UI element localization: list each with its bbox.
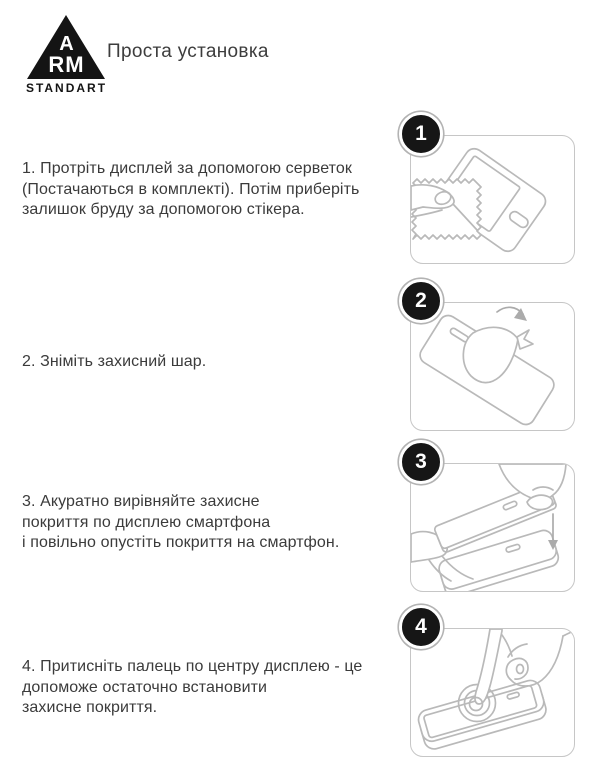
step-1-illustration-box: 1 <box>399 112 575 264</box>
press-ripple-outer <box>457 683 497 723</box>
film-tab-icon <box>516 329 534 350</box>
hand-icon <box>510 635 564 687</box>
step-2-text: 2. Зніміть захисний шар. <box>22 353 207 370</box>
press-center-icon <box>417 629 574 750</box>
step-3-text: 3. Акуратно вирівняйте захисне покриття … <box>22 493 340 552</box>
step-3-illustration-box: 3 <box>399 440 575 592</box>
right-hand-icon <box>498 464 567 501</box>
step-2-illustration-box: 2 <box>399 279 575 431</box>
step-2-number-badge: 2 <box>399 279 443 323</box>
pressing-finger-icon <box>474 629 503 705</box>
step-1-text: 1. Протріть дисплей за допомогою сервето… <box>22 160 360 219</box>
phone-icon <box>438 529 560 591</box>
logo-triangle <box>27 15 105 79</box>
step-3-number-badge: 3 <box>399 440 443 484</box>
logo-wordmark: STANDART <box>26 81 107 95</box>
press-ripple-inner <box>468 696 484 712</box>
logo-letters-rm: RM <box>48 52 84 77</box>
thumb-icon <box>526 494 554 511</box>
fingernail-icon <box>434 190 452 206</box>
step-4-text: 4. Притисніть палець по центру дисплею -… <box>22 658 363 717</box>
armorstandart-logo: A RM STANDART <box>26 15 107 95</box>
step-4-number-badge: 4 <box>399 605 443 649</box>
wipe-phone-with-cloth-icon <box>411 147 547 253</box>
step-1-number-badge: 1 <box>399 112 443 156</box>
align-glass-icon <box>411 464 567 591</box>
logo-letter-a: A <box>59 33 73 55</box>
peeling-film-icon <box>462 326 519 384</box>
peel-layer-icon <box>419 306 555 426</box>
step-4-illustration-box: 4 <box>399 605 575 757</box>
page-title: Проста установка <box>107 41 269 62</box>
